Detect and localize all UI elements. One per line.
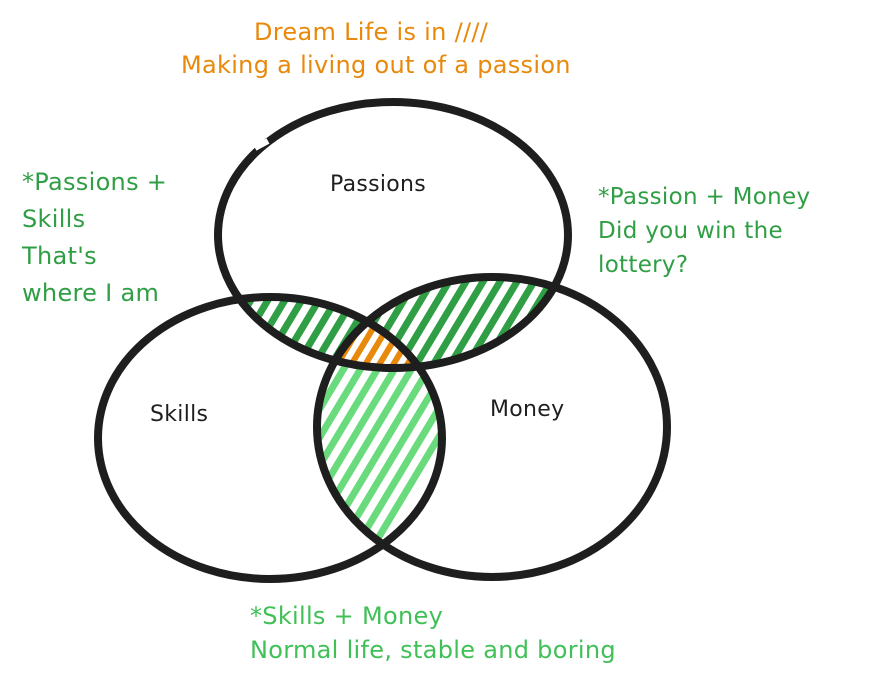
passion-money-annotation: *Passion + Money Did you win the lottery… bbox=[598, 180, 810, 282]
skills-money-annotation: *Skills + Money Normal life, stable and … bbox=[250, 599, 616, 667]
hatch-stroke bbox=[317, 277, 568, 368]
hatch-stroke bbox=[317, 297, 442, 368]
hatch-stroke bbox=[317, 277, 568, 368]
annotation-line: where I am bbox=[22, 279, 160, 307]
passions-circle bbox=[214, 98, 572, 372]
annotation-line: Did you win the bbox=[598, 218, 783, 244]
skills-label: Skills bbox=[150, 402, 209, 427]
annotation-line: Normal life, stable and boring bbox=[250, 636, 616, 664]
hatch-stroke bbox=[317, 297, 442, 368]
hatch-stroke bbox=[320, 297, 442, 577]
money-circle bbox=[313, 273, 671, 581]
annotation-line: lottery? bbox=[598, 252, 689, 278]
dream-life-subtitle: Making a living out of a passion bbox=[181, 51, 571, 79]
dream-life-title: Dream Life is in //// bbox=[254, 18, 489, 46]
money-label: Money bbox=[490, 397, 565, 422]
hatch-stroke bbox=[317, 297, 442, 368]
annotation-line: *Skills + Money bbox=[250, 602, 444, 630]
passions-circle-gap bbox=[253, 138, 270, 151]
passions-skills-annotation: *Passions + Skills That's where I am bbox=[22, 164, 167, 312]
skills-circle bbox=[94, 293, 446, 583]
annotation-line: *Passions + bbox=[22, 168, 168, 196]
hatch-stroke bbox=[218, 297, 442, 368]
passions-label: Passions bbox=[330, 172, 427, 197]
annotation-line: That's bbox=[22, 242, 97, 270]
hatch-stroke bbox=[317, 277, 568, 368]
annotation-line: Skills bbox=[22, 205, 86, 233]
annotation-line: *Passion + Money bbox=[598, 184, 811, 210]
skills-circle-gap bbox=[137, 319, 153, 334]
hatch-stroke bbox=[317, 297, 442, 577]
hatch-stroke bbox=[337, 297, 442, 577]
